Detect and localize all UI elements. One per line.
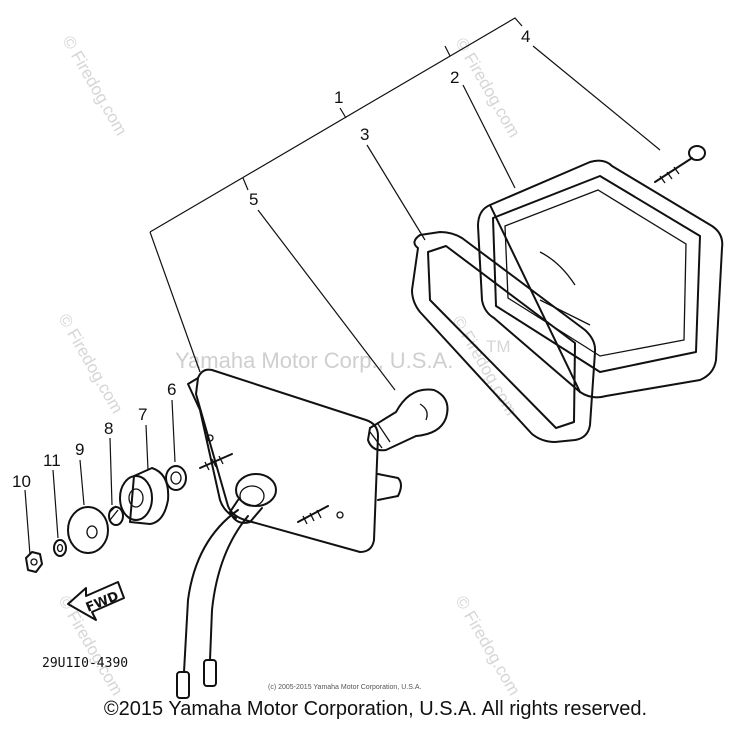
watermark-tm: TM (486, 337, 511, 356)
lock-washer (53, 539, 67, 557)
fwd-label: FWD (84, 589, 121, 616)
base-plate (176, 368, 402, 699)
callout-10: 10 (12, 472, 31, 491)
leader-lines (24, 17, 661, 556)
callout-7: 7 (138, 405, 147, 424)
callout-2: 2 (450, 68, 459, 87)
callout-4: 4 (521, 27, 530, 46)
callout-1: 1 (334, 88, 343, 107)
watermark-side: © Firedog.com (59, 33, 131, 139)
callout-9: 9 (75, 440, 84, 459)
watermarks: Yamaha Motor Corp., U.S.A. TM © Firedog.… (55, 33, 524, 699)
lens-housing (477, 159, 724, 399)
gasket (411, 231, 597, 443)
bulb (367, 388, 449, 452)
footer-copyright: ©2015 Yamaha Motor Corporation, U.S.A. A… (103, 698, 648, 720)
washer (165, 465, 187, 491)
watermark-side: © Firedog.com (55, 311, 127, 417)
callout-5: 5 (249, 190, 258, 209)
watermark-center: Yamaha Motor Corp., U.S.A. (175, 348, 453, 373)
callout-6: 6 (167, 380, 176, 399)
small-copyright: (c) 2005-2015 Yamaha Motor Corporation, … (268, 684, 421, 691)
watermark-side: © Firedog.com (452, 593, 524, 699)
callout-11: 11 (43, 451, 61, 470)
nut (25, 551, 43, 573)
drawing-number: 29U1I0-4390 (42, 656, 128, 671)
callout-3: 3 (360, 125, 369, 144)
screw (654, 145, 706, 184)
callout-8: 8 (104, 419, 113, 438)
collar (108, 505, 124, 526)
callouts: 1 2 3 4 5 6 7 8 9 11 10 (12, 27, 530, 491)
watermark-side: © Firedog.com (452, 35, 524, 141)
grommet (119, 467, 170, 525)
plate-washer (67, 506, 109, 554)
